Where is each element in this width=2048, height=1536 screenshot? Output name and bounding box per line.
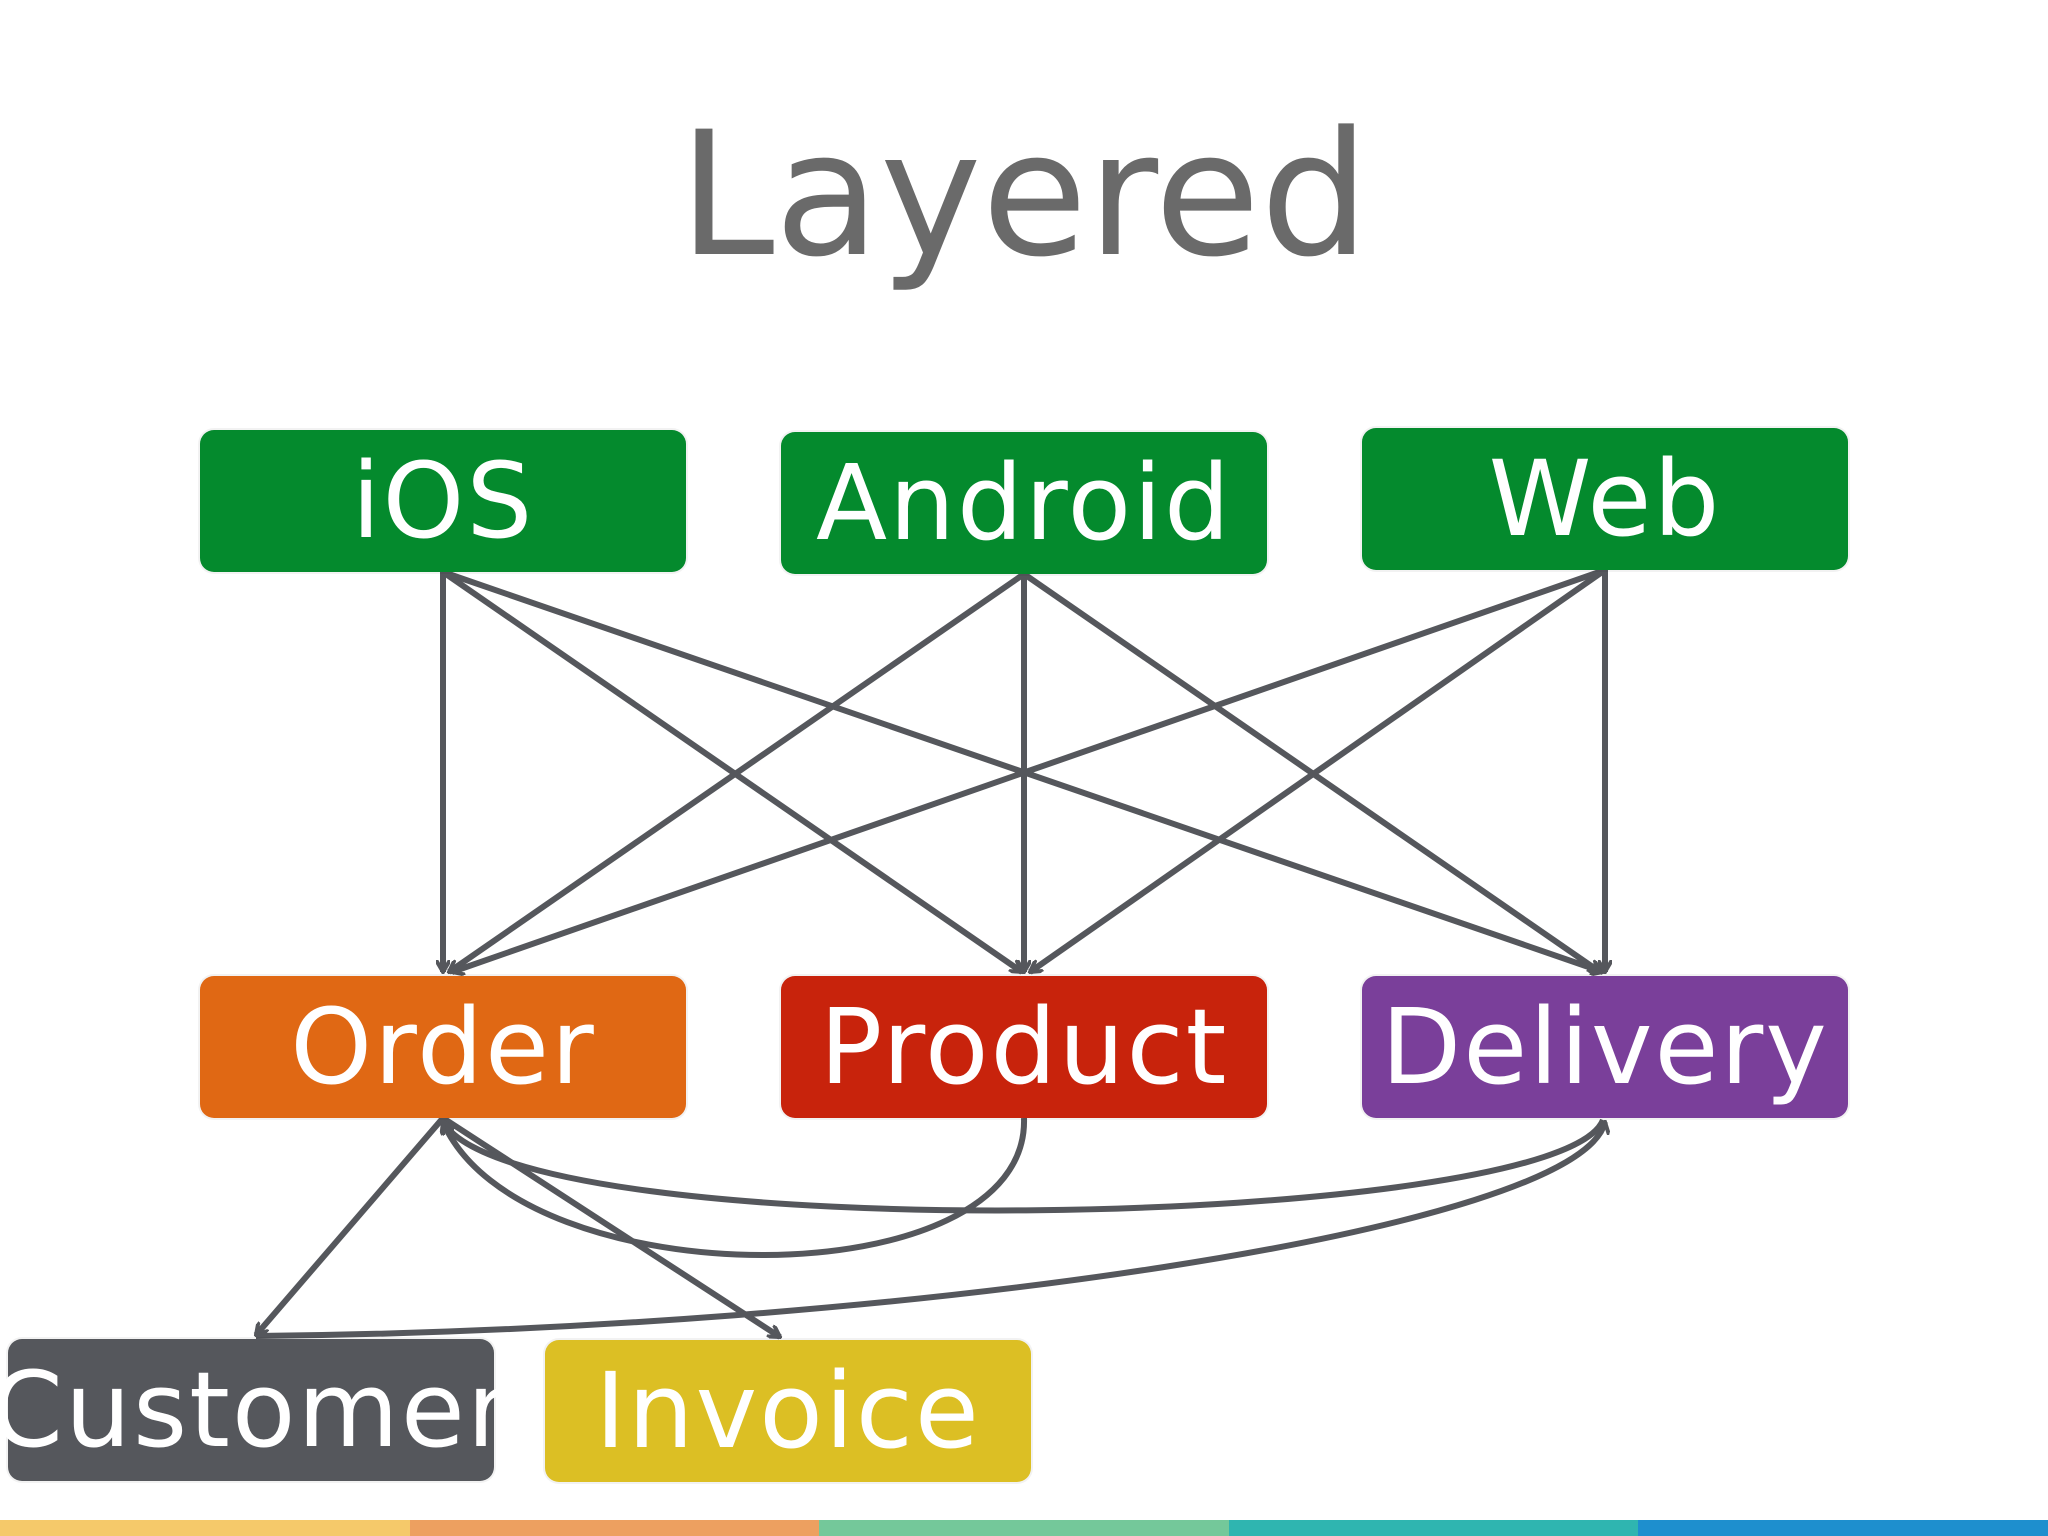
footer-stripe-segment	[1638, 1520, 2048, 1536]
domain-edges	[255, 1115, 1606, 1340]
edge-web-order	[452, 567, 1606, 972]
edge-android-order	[449, 571, 1026, 975]
edge-order-invoice	[441, 1115, 780, 1340]
footer-stripe-segment	[0, 1520, 410, 1536]
footer-stripe-segment	[409, 1520, 820, 1536]
node-android: Android	[781, 432, 1267, 574]
node-invoice: Invoice	[545, 1340, 1031, 1482]
edge-ios-product	[441, 569, 1022, 975]
node-delivery: Delivery	[1362, 976, 1848, 1118]
node-product: Product	[781, 976, 1267, 1118]
node-customer: Customer	[0, 1339, 510, 1481]
edge-web-product	[1030, 567, 1607, 975]
node-delivery-label: Delivery	[1381, 986, 1829, 1108]
node-order-label: Order	[290, 986, 596, 1108]
node-web: Web	[1362, 428, 1848, 570]
footer-stripe-segment	[819, 1520, 1229, 1536]
node-product-label: Product	[819, 986, 1229, 1108]
edge-order-customer	[256, 1116, 446, 1335]
slide-title: Layered	[678, 94, 1370, 295]
node-web-label: Web	[1488, 438, 1722, 560]
edge-delivery-order	[440, 1120, 1606, 1214]
node-android-label: Android	[815, 442, 1233, 564]
node-ios: iOS	[200, 430, 686, 572]
client-to-domain-edges	[441, 567, 1607, 975]
edge-customer-delivery	[255, 1122, 1605, 1339]
edge-product-order	[443, 1117, 1028, 1258]
node-invoice-label: Invoice	[595, 1350, 981, 1472]
footer-color-stripe	[0, 1520, 2048, 1536]
node-order: Order	[200, 976, 686, 1118]
node-customer-label: Customer	[0, 1349, 512, 1471]
node-ios-label: iOS	[351, 440, 535, 562]
footer-stripe-segment	[1228, 1520, 1639, 1536]
